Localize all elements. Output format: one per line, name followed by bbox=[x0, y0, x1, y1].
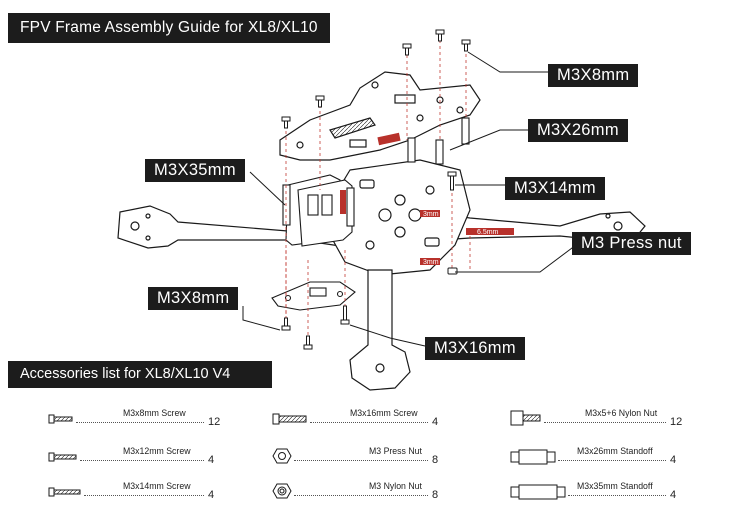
accessory-label: M3x5+6 Nylon Nut bbox=[585, 408, 658, 419]
callout-m3x35: M3X35mm bbox=[145, 159, 245, 182]
accessories-title: Accessories list for XL8/XL10 V4 bbox=[8, 361, 272, 388]
leader-dots bbox=[84, 495, 204, 496]
accessory-item: M3x26mm Standoff 4 bbox=[0, 446, 750, 466]
assembly-guide-lines bbox=[285, 40, 471, 345]
press-nut-icon bbox=[272, 448, 292, 464]
accessory-item: M3x8mm Screw 12 bbox=[0, 408, 250, 428]
screws bbox=[281, 29, 471, 350]
nylon-standoff-nut-icon bbox=[510, 410, 541, 426]
dimension-labels: 3mm 6.5mm 3mm bbox=[423, 211, 499, 266]
standoff-35-icon bbox=[510, 484, 566, 500]
long-screw-icon bbox=[48, 487, 81, 497]
accessory-qty: 8 bbox=[432, 454, 439, 466]
callout-m3x8-bottom: M3X8mm bbox=[148, 287, 239, 310]
leader-dots bbox=[294, 460, 428, 461]
leader-dots bbox=[544, 422, 666, 423]
leader-dots bbox=[294, 495, 428, 496]
page-title: FPV Frame Assembly Guide for XL8/XL10 V4 bbox=[8, 13, 330, 66]
leader-dots bbox=[80, 460, 204, 461]
red-dimension-accents bbox=[340, 132, 514, 265]
callout-m3x26: M3X26mm bbox=[528, 119, 628, 142]
callout-m3x14: M3X14mm bbox=[505, 177, 605, 200]
accessory-item: M3x16mm Screw 4 bbox=[0, 408, 750, 428]
lower-stack-plate bbox=[271, 281, 356, 311]
camera-side-plates bbox=[285, 174, 353, 247]
dimension-6-5mm: 6.5mm bbox=[477, 229, 499, 236]
accessory-label: M3x26mm Standoff bbox=[577, 446, 653, 457]
dimension-3mm-upper: 3mm bbox=[423, 211, 439, 218]
callout-m3x8-top: M3X8mm bbox=[548, 64, 639, 87]
accessory-label: M3x35mm Standoff bbox=[577, 481, 653, 492]
callout-press-nut: M3 Press nut bbox=[572, 232, 691, 255]
nylon-nut-icon bbox=[272, 483, 292, 499]
bottom-plate bbox=[117, 159, 646, 391]
standoffs bbox=[282, 117, 470, 227]
callout-leader-lines bbox=[242, 51, 581, 347]
dimension-3mm-lower: 3mm bbox=[423, 259, 439, 266]
leader-dots bbox=[310, 422, 428, 423]
accessory-qty: 4 bbox=[208, 489, 215, 501]
accessory-label: M3x12mm Screw bbox=[123, 446, 191, 457]
accessory-label: M3 Nylon Nut bbox=[369, 481, 422, 492]
accessory-item: M3x35mm Standoff 4 bbox=[0, 481, 750, 501]
accessory-item: M3 Nylon Nut 8 bbox=[0, 481, 750, 501]
accessory-item: M3x12mm Screw 4 bbox=[0, 446, 250, 466]
accessory-item: M3 Press Nut 8 bbox=[0, 446, 750, 466]
leader-dots bbox=[558, 460, 666, 461]
medium-screw-icon bbox=[48, 452, 77, 462]
leader-dots bbox=[568, 495, 666, 496]
screw-16-icon bbox=[272, 413, 307, 425]
accessory-qty: 4 bbox=[670, 489, 677, 501]
accessory-qty: 12 bbox=[208, 416, 221, 428]
accessory-qty: 4 bbox=[670, 454, 677, 466]
accessory-label: M3x14mm Screw bbox=[123, 481, 191, 492]
standoff-26-icon bbox=[510, 449, 556, 465]
callout-m3x16: M3X16mm bbox=[425, 337, 525, 360]
accessory-qty: 8 bbox=[432, 489, 439, 501]
top-plate bbox=[279, 71, 481, 161]
accessory-label: M3x16mm Screw bbox=[350, 408, 418, 419]
accessory-item: M3x14mm Screw 4 bbox=[0, 481, 250, 501]
accessory-item: M3x5+6 Nylon Nut 12 bbox=[0, 408, 750, 428]
accessory-label: M3 Press Nut bbox=[369, 446, 422, 457]
accessory-qty: 4 bbox=[432, 416, 439, 428]
short-screw-icon bbox=[48, 414, 73, 424]
accessory-qty: 4 bbox=[208, 454, 215, 466]
accessory-label: M3x8mm Screw bbox=[123, 408, 186, 419]
leader-dots bbox=[76, 422, 204, 423]
accessory-qty: 12 bbox=[670, 416, 683, 428]
